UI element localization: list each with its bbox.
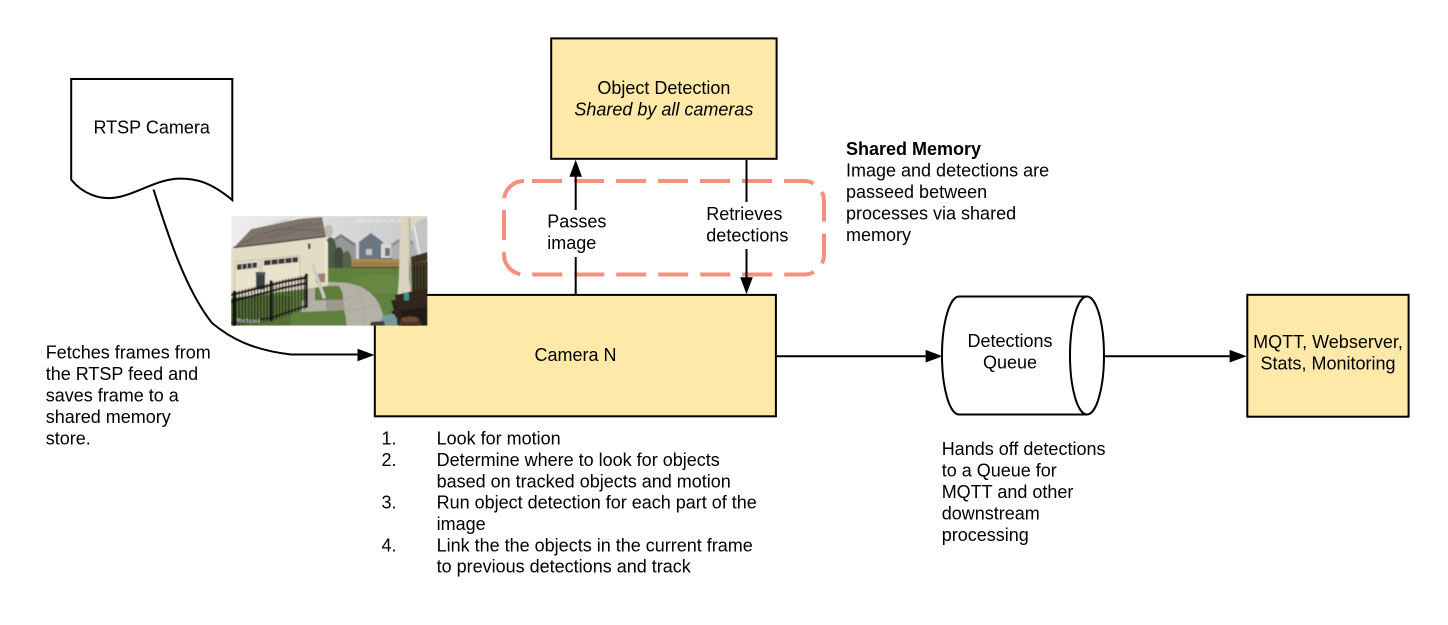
svg-text:to previous detections and tra: to previous detections and track (437, 556, 692, 576)
svg-text:3.: 3. (382, 492, 397, 512)
svg-text:MQTT, Webserver,: MQTT, Webserver, (1253, 332, 1403, 352)
svg-text:image: image (437, 514, 486, 534)
svg-text:saves frame to a: saves frame to a (46, 386, 180, 406)
svg-text:2019-03-26 09:20:06: 2019-03-26 09:20:06 (355, 219, 402, 225)
svg-text:Shared Memory: Shared Memory (846, 139, 981, 159)
svg-text:Backyard: Backyard (237, 319, 260, 325)
svg-text:MQTT and other: MQTT and other (942, 482, 1074, 502)
svg-text:to a Queue for: to a Queue for (942, 461, 1057, 481)
svg-text:Look for motion: Look for motion (437, 428, 561, 448)
svg-text:RTSP Camera: RTSP Camera (94, 118, 211, 138)
svg-text:image: image (547, 233, 596, 253)
svg-text:Detections: Detections (967, 331, 1052, 351)
svg-text:Link the the objects in the cu: Link the the objects in the current fram… (437, 535, 753, 555)
svg-text:store.: store. (46, 429, 91, 449)
svg-text:Shared by all cameras: Shared by all cameras (574, 100, 753, 120)
svg-text:2.: 2. (382, 450, 397, 470)
svg-text:Passes: Passes (547, 212, 606, 232)
svg-text:based on tracked objects and m: based on tracked objects and motion (437, 471, 731, 491)
svg-text:Camera N: Camera N (534, 345, 616, 365)
svg-text:Determine where to look for ob: Determine where to look for objects (437, 450, 720, 470)
svg-text:shared memory: shared memory (46, 407, 171, 427)
svg-text:Run object detection for each: Run object detection for each part of th… (437, 492, 757, 512)
svg-text:4.: 4. (382, 535, 397, 555)
svg-text:Image and detections are: Image and detections are (846, 161, 1049, 181)
svg-text:the RTSP feed and: the RTSP feed and (46, 364, 198, 384)
svg-text:Fetches frames from: Fetches frames from (46, 343, 211, 363)
svg-text:Retrieves: Retrieves (706, 204, 782, 224)
svg-text:detections: detections (706, 226, 788, 246)
svg-text:passeed between: passeed between (846, 182, 987, 202)
svg-text:Hands off detections: Hands off detections (942, 439, 1106, 459)
svg-text:1.: 1. (382, 428, 397, 448)
svg-text:processes via shared: processes via shared (846, 204, 1016, 224)
svg-text:downstream: downstream (942, 504, 1040, 524)
svg-text:processing: processing (942, 525, 1029, 545)
svg-text:Object Detection: Object Detection (597, 78, 730, 98)
svg-text:Queue: Queue (983, 353, 1037, 373)
svg-text:Stats, Monitoring: Stats, Monitoring (1260, 354, 1395, 374)
svg-text:memory: memory (846, 225, 911, 245)
